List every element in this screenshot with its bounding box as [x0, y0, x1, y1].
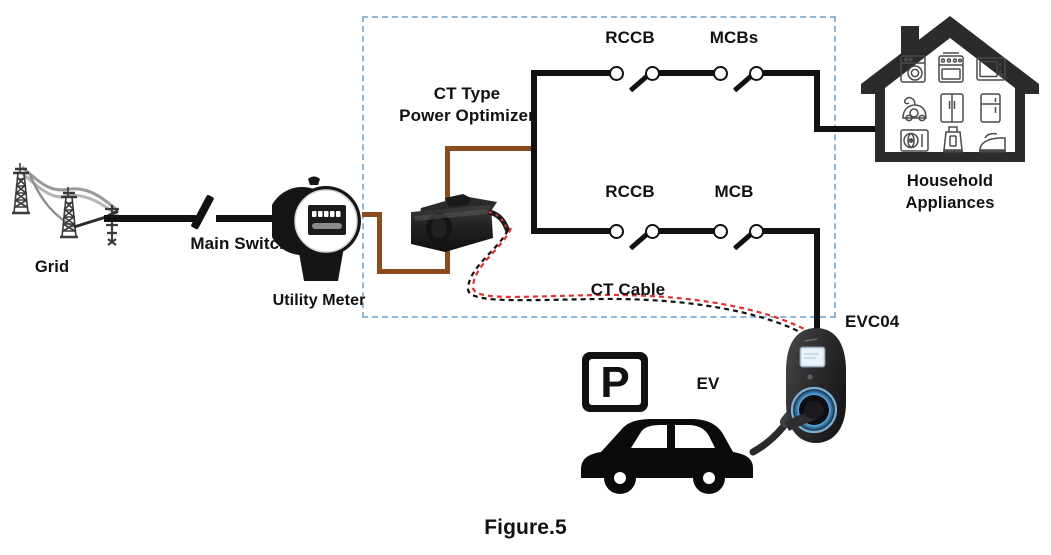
ct-power-optimizer-label-line2: Power Optimizer — [399, 106, 535, 125]
house-feed-segment-b — [814, 70, 820, 132]
bottom-mcb-label: MCB — [714, 182, 754, 201]
grid-towers-icon — [8, 155, 128, 255]
evc04-charger-icon — [783, 327, 849, 445]
ct-power-optimizer-device — [405, 192, 513, 260]
bottom-branch-link — [658, 228, 714, 234]
bottom-rccb-label: RCCB — [605, 182, 655, 201]
main-switch-blade — [190, 194, 215, 230]
top-rccb-label: RCCB — [605, 28, 655, 47]
ct-feed-segment-a — [362, 212, 382, 217]
household-appliances-label-line1: Household — [906, 172, 994, 190]
utility-meter-icon — [268, 175, 364, 285]
top-branch-link — [658, 70, 714, 76]
supply-line-left — [104, 215, 196, 222]
busbar-vertical — [531, 70, 537, 234]
evc04-feed-segment-a — [762, 228, 820, 234]
house-feed-segment-a — [762, 70, 820, 76]
supply-line-right — [216, 215, 278, 222]
figure-caption: Figure.5 — [484, 516, 567, 539]
ct-feed-segment-e — [445, 146, 535, 151]
grid-label: Grid — [34, 258, 70, 276]
evc04-label: EVC04 — [845, 312, 900, 331]
top-mcbs-terminal-left — [713, 66, 728, 81]
utility-meter-label: Utility Meter — [272, 292, 366, 309]
evc04-feed-segment-b — [814, 228, 820, 340]
ct-feed-segment-c — [377, 269, 450, 274]
ev-label: EV — [696, 374, 720, 393]
svg-text:P: P — [600, 358, 629, 407]
top-mcbs-label: MCBs — [709, 28, 759, 47]
ct-feed-segment-b — [377, 212, 382, 274]
ct-cable-label: CT Cable — [590, 280, 666, 299]
ct-power-optimizer-label-line1: CT Type — [433, 84, 501, 103]
house-feed-segment-c — [814, 126, 876, 132]
household-appliances-label-line2: Appliances — [905, 194, 995, 212]
parking-sign-icon: P — [580, 350, 650, 414]
top-branch-line-in — [531, 70, 616, 76]
bottom-mcb-terminal-left — [713, 224, 728, 239]
bottom-rccb-terminal-left — [609, 224, 624, 239]
top-rccb-terminal-left — [609, 66, 624, 81]
electric-vehicle-icon — [575, 408, 765, 496]
bottom-branch-line-in — [531, 228, 616, 234]
household-appliances-icon — [857, 12, 1043, 172]
